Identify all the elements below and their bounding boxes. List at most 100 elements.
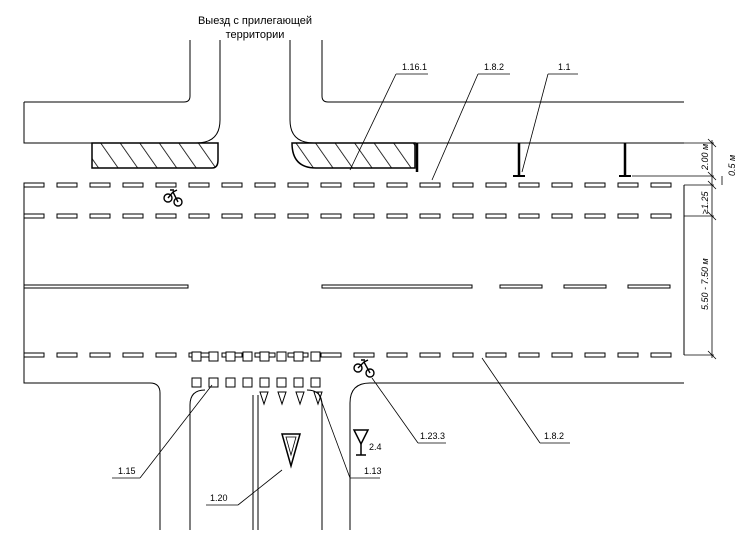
crosswalk-square bbox=[225, 351, 236, 362]
crosswalk-square bbox=[293, 351, 304, 362]
dash-segment bbox=[452, 352, 474, 358]
header-line-2: территории bbox=[226, 29, 285, 41]
dim-lane-width: 5.50 - 7.50 м bbox=[700, 258, 710, 310]
dash-segment bbox=[188, 213, 210, 219]
dash-segment bbox=[287, 213, 309, 219]
callout-1-13: 1.13 bbox=[364, 466, 382, 476]
bottom-road-outline bbox=[23, 355, 684, 530]
crosswalk-square bbox=[310, 377, 321, 388]
dash-segment bbox=[584, 352, 606, 358]
crosswalk-square bbox=[242, 377, 253, 388]
dash-segment bbox=[320, 352, 342, 358]
dash-segment bbox=[353, 182, 375, 188]
callout-1-16-1: 1.16.1 bbox=[402, 62, 427, 72]
dash-segment bbox=[386, 352, 408, 358]
crosswalk-square bbox=[242, 351, 253, 362]
crosswalk-square bbox=[293, 377, 304, 388]
dash-segment bbox=[23, 352, 45, 358]
dash-segment bbox=[254, 182, 276, 188]
dash-segment bbox=[320, 213, 342, 219]
hatched-island-left bbox=[91, 142, 219, 169]
hatched-island-right bbox=[291, 142, 416, 169]
dash-segment bbox=[386, 182, 408, 188]
leader-lines bbox=[112, 73, 578, 506]
dashed-line-top-1 bbox=[23, 182, 672, 188]
dash-segment bbox=[485, 352, 507, 358]
dash-segment bbox=[584, 213, 606, 219]
dash-segment bbox=[485, 213, 507, 219]
dash-segment bbox=[23, 213, 45, 219]
dimension-lines bbox=[632, 138, 723, 360]
dash-segment bbox=[320, 182, 342, 188]
crosswalk-square bbox=[208, 377, 219, 388]
dash-segment bbox=[485, 182, 507, 188]
crosswalk-square bbox=[191, 351, 202, 362]
dashed-line-bottom bbox=[23, 352, 672, 358]
dash-segment bbox=[23, 182, 45, 188]
dash-segment bbox=[617, 352, 639, 358]
dash-segment bbox=[89, 213, 111, 219]
dash-segment bbox=[419, 352, 441, 358]
dash-segment bbox=[89, 352, 111, 358]
dim-0-5: 0.5 м bbox=[727, 155, 737, 176]
top-road-outline bbox=[23, 40, 684, 144]
dash-segment bbox=[518, 352, 540, 358]
crosswalk-square bbox=[259, 351, 270, 362]
bicycle-icon-2 bbox=[353, 359, 375, 378]
dash-segment bbox=[56, 352, 78, 358]
dash-segment bbox=[56, 182, 78, 188]
callout-1-15: 1.15 bbox=[118, 466, 136, 476]
header-line-1: Выезд с прилегающей bbox=[198, 15, 312, 27]
dash-segment bbox=[56, 213, 78, 219]
crosswalk-1-15 bbox=[191, 351, 321, 388]
dash-segment bbox=[650, 352, 672, 358]
crosswalk-square bbox=[225, 377, 236, 388]
dash-segment bbox=[287, 182, 309, 188]
dash-segment bbox=[419, 213, 441, 219]
callout-1-8-2-bottom: 1.8.2 bbox=[544, 431, 564, 441]
dash-segment bbox=[551, 352, 573, 358]
dash-segment bbox=[650, 182, 672, 188]
dash-segment bbox=[155, 182, 177, 188]
bicycle-icon bbox=[163, 189, 183, 207]
center-line bbox=[23, 284, 671, 289]
dash-segment bbox=[155, 352, 177, 358]
crosswalk-square bbox=[191, 377, 202, 388]
dash-segment bbox=[353, 213, 375, 219]
crosswalk-square bbox=[208, 351, 219, 362]
dash-segment bbox=[518, 182, 540, 188]
dash-segment bbox=[122, 182, 144, 188]
dash-segment bbox=[221, 182, 243, 188]
yield-triangle-icon bbox=[281, 433, 301, 469]
dash-segment bbox=[122, 213, 144, 219]
dash-segment bbox=[353, 352, 375, 358]
dash-segment bbox=[617, 213, 639, 219]
dashed-line-top-2 bbox=[23, 213, 672, 219]
callout-1-8-2-top: 1.8.2 bbox=[484, 62, 504, 72]
dash-segment bbox=[617, 182, 639, 188]
crosswalk-square bbox=[276, 377, 287, 388]
dash-segment bbox=[89, 182, 111, 188]
callout-1-1: 1.1 bbox=[558, 62, 571, 72]
dash-segment bbox=[452, 182, 474, 188]
dash-segment bbox=[650, 213, 672, 219]
crosswalk-square bbox=[259, 377, 270, 388]
crosswalk-square bbox=[276, 351, 287, 362]
dash-segment bbox=[254, 213, 276, 219]
yield-line-1-13 bbox=[259, 391, 323, 406]
crosswalk-square bbox=[310, 351, 321, 362]
dash-segment bbox=[419, 182, 441, 188]
dash-segment bbox=[155, 213, 177, 219]
dim-2-00: 2.00 м bbox=[700, 144, 710, 171]
dash-segment bbox=[386, 213, 408, 219]
dash-segment bbox=[221, 213, 243, 219]
callout-2-4: 2.4 bbox=[369, 442, 382, 452]
dash-segment bbox=[452, 213, 474, 219]
dash-segment bbox=[122, 352, 144, 358]
callout-1-20: 1.20 bbox=[210, 493, 228, 503]
dash-segment bbox=[551, 213, 573, 219]
dash-segment bbox=[518, 213, 540, 219]
dash-segment bbox=[584, 182, 606, 188]
